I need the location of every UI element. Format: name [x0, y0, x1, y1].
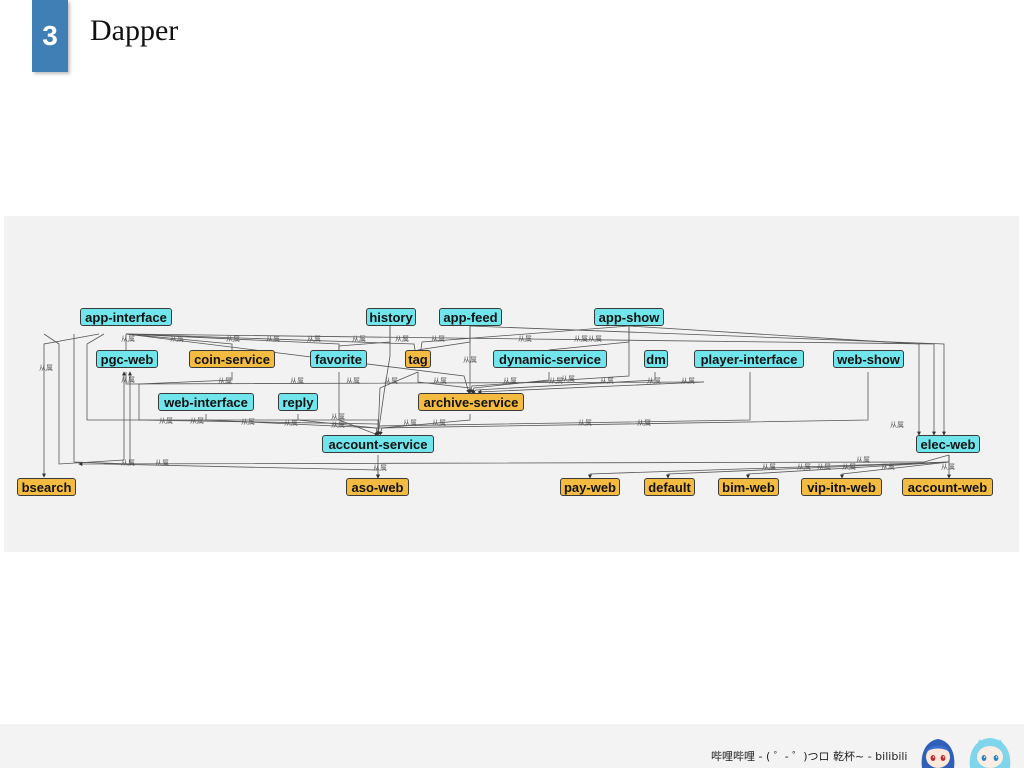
- slide-title: Dapper: [90, 14, 179, 47]
- edge: [469, 325, 946, 436]
- node-reply[interactable]: reply: [278, 393, 318, 411]
- edge: [42, 333, 100, 478]
- edge-label: 从属: [218, 377, 232, 385]
- edge-label: 从属: [241, 418, 255, 426]
- edge: [73, 334, 132, 465]
- edge-label: 从属: [155, 459, 169, 467]
- edge-label: 从属: [331, 421, 345, 429]
- node-web-interface[interactable]: web-interface: [158, 393, 254, 411]
- node-app-show[interactable]: app-show: [594, 308, 664, 326]
- edge-label: 从属: [681, 377, 695, 385]
- edge: [103, 463, 380, 479]
- mascot-33-icon: [969, 738, 1011, 768]
- edge-label: 从属: [226, 335, 240, 343]
- edge-label: 从属: [284, 419, 298, 427]
- edge-label: 从属: [121, 459, 135, 467]
- edge: [468, 326, 630, 394]
- edge-label: 从属: [431, 335, 445, 343]
- node-default[interactable]: default: [644, 478, 695, 496]
- edge-label: 从属: [588, 335, 602, 343]
- edge-label: 从属: [817, 463, 831, 471]
- edge: [125, 372, 705, 394]
- node-dm[interactable]: dm: [644, 350, 668, 368]
- edge-label: 从属: [121, 376, 135, 384]
- node-elec-web[interactable]: elec-web: [916, 435, 980, 453]
- edge-label: 从属: [842, 463, 856, 471]
- edge: [43, 333, 126, 465]
- node-player-interface[interactable]: player-interface: [694, 350, 804, 368]
- edge-label: 从属: [352, 335, 366, 343]
- node-web-show[interactable]: web-show: [833, 350, 904, 368]
- edge-label: 从属: [170, 335, 184, 343]
- node-account-service[interactable]: account-service: [322, 435, 434, 453]
- node-bsearch[interactable]: bsearch: [17, 478, 76, 496]
- node-bim-web[interactable]: bim-web: [718, 478, 779, 496]
- edge: [297, 414, 380, 436]
- edge: [471, 372, 656, 394]
- footer-text: 哔哩哔哩 - ( ゜- ゜)つロ 乾杯~ - bilibili: [711, 750, 908, 763]
- node-pay-web[interactable]: pay-web: [560, 478, 620, 496]
- node-aso-web[interactable]: aso-web: [346, 478, 409, 496]
- edge-label: 从属: [561, 375, 575, 383]
- edge-label: 从属: [395, 335, 409, 343]
- edge-label: 从属: [518, 335, 532, 343]
- edge-label: 从属: [39, 364, 53, 372]
- edge-label: 从属: [890, 421, 904, 429]
- edge-label: 从属: [856, 456, 870, 464]
- edge-label: 从属: [432, 419, 446, 427]
- edge-label: 从属: [941, 463, 955, 471]
- edge-label: 从属: [797, 463, 811, 471]
- node-app-feed[interactable]: app-feed: [439, 308, 502, 326]
- edge-label: 从属: [578, 419, 592, 427]
- edge-label: 从属: [762, 463, 776, 471]
- edge: [628, 325, 921, 436]
- edge-label: 从属: [384, 377, 398, 385]
- edge-label: 从属: [549, 377, 563, 385]
- edge-label: 从属: [373, 464, 387, 472]
- edge-label: 从属: [290, 377, 304, 385]
- edge-label: 从属: [331, 413, 345, 421]
- edge-label: 从属: [346, 377, 360, 385]
- edge-label: 从属: [307, 335, 321, 343]
- edge-label: 从属: [266, 335, 280, 343]
- node-vip-itn-web[interactable]: vip-itn-web: [801, 478, 882, 496]
- edge-label: 从属: [463, 356, 477, 364]
- node-dynamic-service[interactable]: dynamic-service: [493, 350, 607, 368]
- node-archive-service[interactable]: archive-service: [418, 393, 524, 411]
- edge: [417, 372, 472, 394]
- edge: [376, 371, 419, 436]
- edge: [78, 454, 950, 466]
- edge-label: 从属: [647, 377, 661, 385]
- footer-bar: [0, 724, 1024, 768]
- node-coin-service[interactable]: coin-service: [189, 350, 275, 368]
- slide-number-badge: 3: [32, 0, 68, 72]
- dependency-diagram: 从属 从属 从属 从属 从属 从属 从属 从属 从属 从属 从属 从属 从属 从…: [4, 216, 1019, 552]
- node-app-interface[interactable]: app-interface: [80, 308, 172, 326]
- node-favorite[interactable]: favorite: [310, 350, 367, 368]
- node-history[interactable]: history: [366, 308, 416, 326]
- edge-label: 从属: [600, 377, 614, 385]
- node-pgc-web[interactable]: pgc-web: [96, 350, 158, 368]
- edge: [378, 414, 471, 436]
- edge-label: 从属: [159, 417, 173, 425]
- mascot-22-icon: [921, 739, 955, 768]
- edge-label: 从属: [433, 377, 447, 385]
- edge-label: 从属: [190, 417, 204, 425]
- node-tag[interactable]: tag: [405, 350, 431, 368]
- edge-label: 从属: [403, 419, 417, 427]
- edge: [376, 326, 391, 436]
- edge-label: 从属: [503, 377, 517, 385]
- edge-label: 从属: [881, 463, 895, 471]
- edge-label: 从属: [637, 419, 651, 427]
- node-account-web[interactable]: account-web: [902, 478, 993, 496]
- edge-label: 从属: [121, 335, 135, 343]
- edge: [338, 372, 379, 436]
- edge-label: 从属: [574, 335, 588, 343]
